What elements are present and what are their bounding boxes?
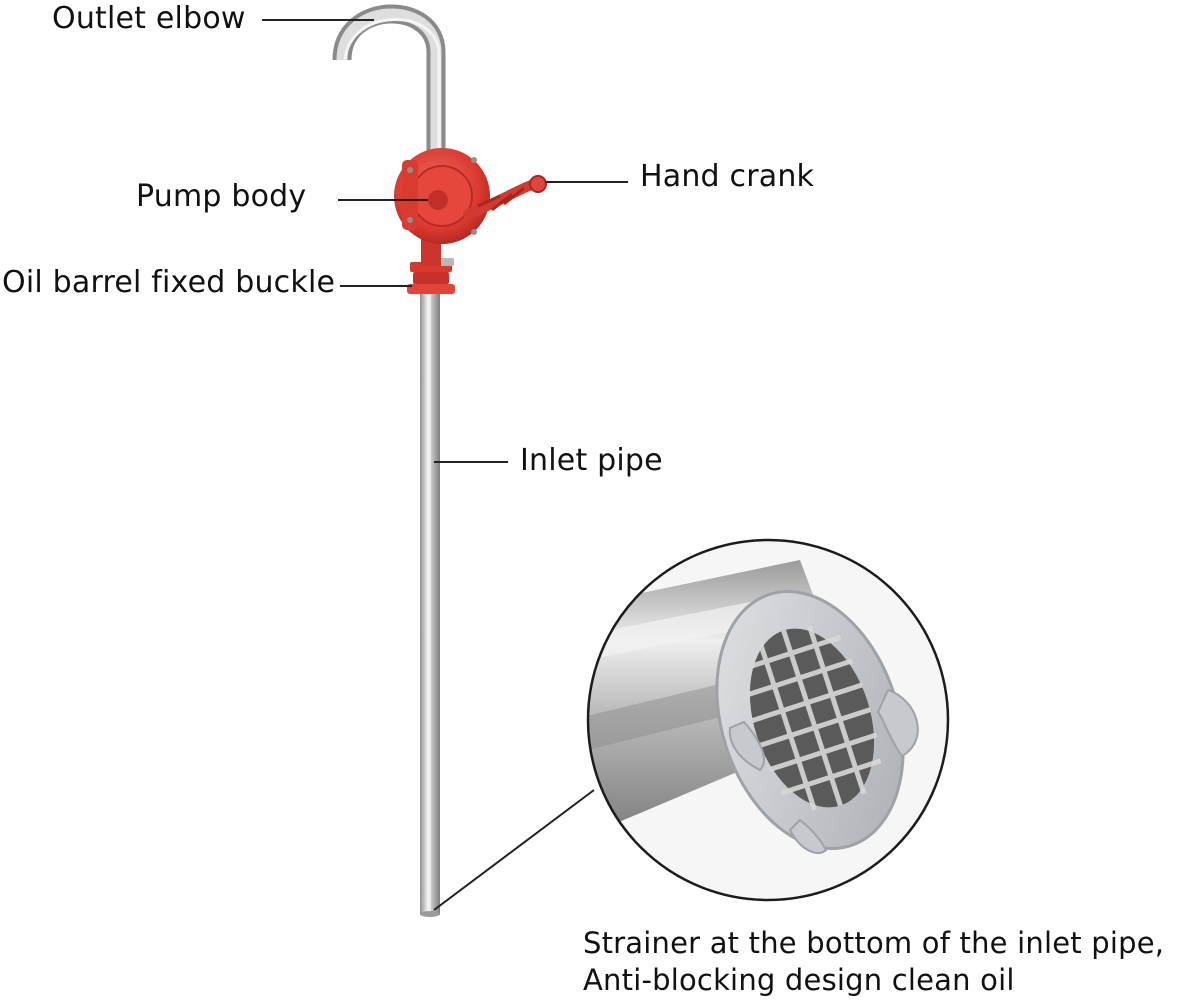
label-strainer-line-2: Anti-blocking design clean oil [583,963,1015,997]
label-inlet-pipe: Inlet pipe [520,443,663,478]
hand-crank [463,175,547,219]
label-hand-crank: Hand crank [640,159,815,194]
oil-barrel-buckle [407,258,455,294]
leader-strainer [433,789,595,911]
outlet-elbow [332,4,446,160]
label-pump-body: Pump body [136,179,307,214]
label-oil-barrel-fixed-buckle: Oil barrel fixed buckle [2,265,336,300]
strainer-inset [586,538,950,902]
pump-body [394,148,490,266]
label-outlet-elbow: Outlet elbow [52,1,246,36]
inlet-pipe [420,290,440,917]
leader-lines [262,19,628,911]
label-strainer: Strainer at the bottom of the inlet pipe… [583,925,1164,999]
label-strainer-line-1: Strainer at the bottom of the inlet pipe… [583,926,1165,960]
